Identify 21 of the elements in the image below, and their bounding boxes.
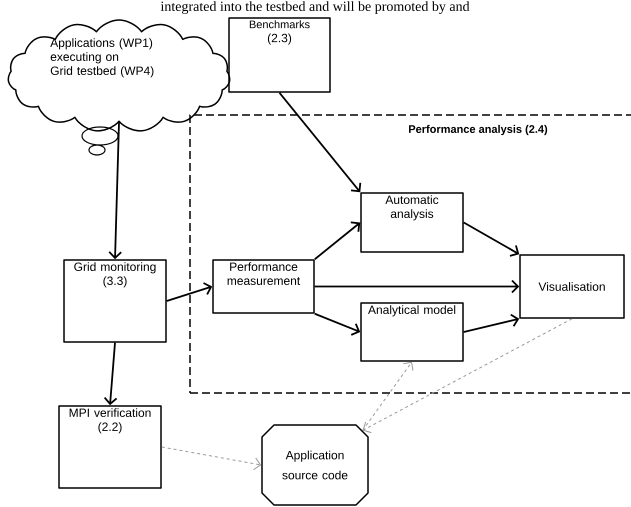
arrow — [314, 280, 520, 294]
process-box: Grid monitoring (3.3) — [63, 259, 167, 343]
arrow — [463, 222, 520, 257]
source-box: Application source code — [261, 424, 369, 506]
arrow — [314, 222, 360, 260]
arrow — [278, 92, 362, 192]
arrow — [362, 318, 572, 434]
arrow — [314, 312, 360, 336]
arrow — [464, 314, 520, 333]
arrow — [104, 342, 118, 406]
process-box: Visualisation — [519, 254, 625, 319]
process-box: Performance measurement — [212, 259, 315, 314]
process-box: Automatic analysis — [360, 192, 464, 253]
arrow — [362, 362, 414, 431]
page-text: integrated into the testbed and will be promoted by and — [160, 1, 470, 14]
process-box: Analytical model — [360, 302, 464, 362]
arrow — [161, 446, 262, 470]
arrow — [108, 122, 122, 260]
arrow — [166, 282, 212, 302]
process-box: Benchmarks (2.3) — [228, 17, 331, 93]
process-box: MPI verification (2.2) — [58, 405, 162, 489]
